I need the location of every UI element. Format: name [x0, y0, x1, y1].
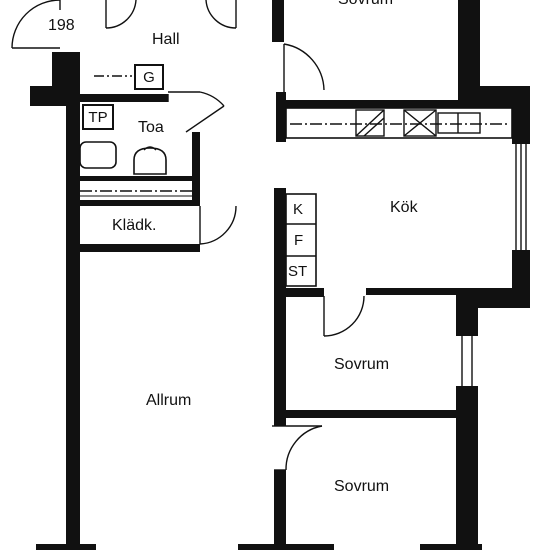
wall-bottom-left	[36, 544, 96, 550]
wall-bottom-center	[238, 544, 334, 550]
wall-kitchen-bottom-right	[366, 288, 512, 295]
room-label-allrum: Allrum	[146, 392, 192, 409]
door-swings	[11, 0, 365, 471]
wall-kladk-top	[80, 200, 200, 206]
wall-bottom-right	[420, 544, 482, 550]
wall-kladk-bottom	[80, 244, 200, 252]
room-label-sovrum-bottom: Sovrum	[334, 478, 390, 495]
wall-center-top	[272, 0, 284, 42]
room-label-kok: Kök	[390, 199, 418, 216]
wall-left-stub	[52, 52, 80, 88]
thin-lines	[79, 75, 527, 386]
fixture-k: K	[293, 201, 304, 218]
wall-center-lower	[274, 188, 286, 426]
wall-center-bottom	[274, 470, 286, 550]
unit-number: 198	[48, 17, 75, 34]
wall-kitchen-bottom	[286, 288, 324, 297]
wall-kitchen-top	[286, 100, 512, 108]
wall-right-upper-block	[512, 86, 530, 144]
wall-toa-bottom	[80, 176, 192, 181]
fixture-tp: TP	[82, 104, 114, 130]
fixture-g: G	[134, 64, 164, 90]
walls	[30, 0, 530, 550]
wall-right-bottom	[456, 386, 478, 550]
wall-right-mid-vertical	[456, 292, 478, 336]
room-label-toa: Toa	[138, 119, 164, 136]
wall-toa-top	[80, 94, 168, 102]
wall-left-exterior	[66, 52, 80, 550]
room-label-sovrum-mid: Sovrum	[334, 356, 390, 373]
room-label-hall: Hall	[152, 31, 180, 48]
wall-left-ledge	[30, 86, 80, 106]
wall-bedroom-divider	[286, 410, 458, 418]
fixture-st: ST	[288, 263, 308, 280]
wall-right-top	[458, 0, 480, 104]
room-label-kladk: Klädk.	[112, 217, 157, 234]
room-label-sovrum-top: Sovrum	[338, 0, 393, 8]
wall-center-kitchen	[276, 92, 286, 142]
wall-toa-right	[192, 132, 200, 206]
fixture-f: F	[294, 232, 304, 249]
